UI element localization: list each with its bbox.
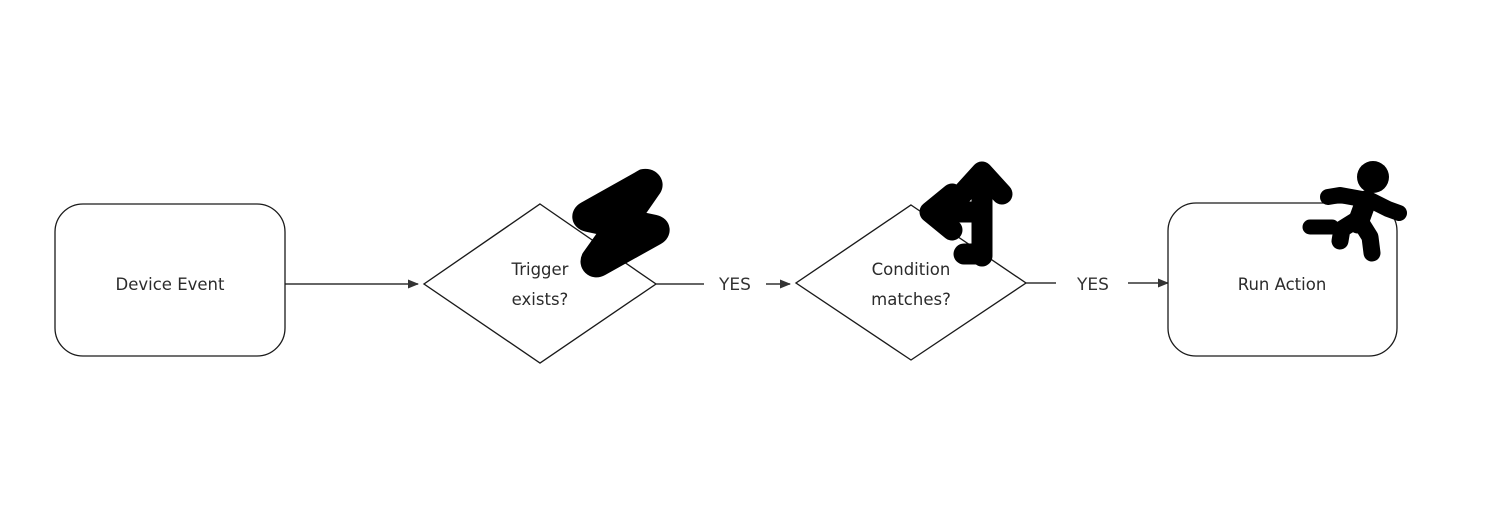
run-action-label: Run Action: [1238, 275, 1327, 294]
device-event-shape[interactable]: [54, 203, 286, 357]
edge-trigger-to-condition: YES: [656, 275, 791, 295]
lightning-bolt-icon: [572, 168, 670, 278]
node-device-event[interactable]: Device Event: [54, 203, 286, 357]
condition-matches-label-line1: Condition: [872, 260, 951, 279]
running-person-head: [1357, 161, 1389, 193]
edge-label-yes-2: YES: [1076, 275, 1109, 295]
branch-arrow-icon: [919, 161, 1013, 267]
edge-label-yes-1: YES: [718, 275, 751, 295]
running-person-icon: [1302, 161, 1407, 262]
trigger-exists-label-line2: exists?: [512, 290, 569, 309]
device-event-label: Device Event: [116, 275, 225, 294]
trigger-exists-label-line1: Trigger: [511, 260, 569, 279]
edge-condition-to-run-action: YES: [1026, 275, 1169, 295]
condition-matches-label-line2: matches?: [871, 290, 951, 309]
